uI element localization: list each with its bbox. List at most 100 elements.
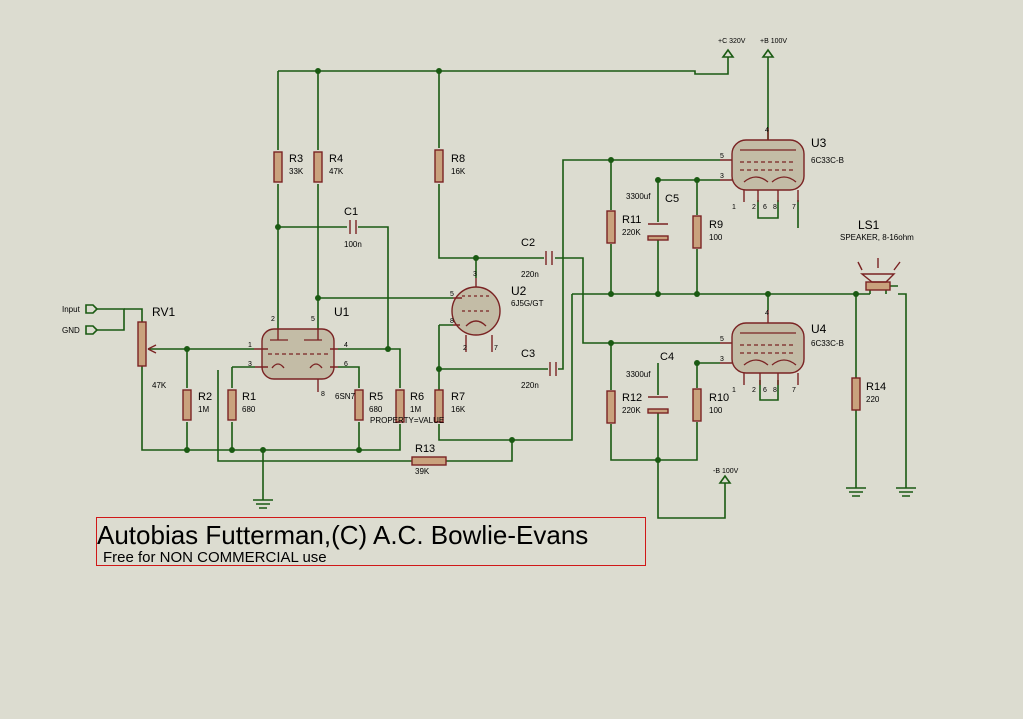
- svg-text:+C 320V: +C 320V: [718, 38, 746, 45]
- ground-symbol: [896, 487, 916, 497]
- svg-text:U1: U1: [334, 305, 350, 319]
- junctions: [184, 68, 859, 463]
- svg-text:R13: R13: [415, 443, 435, 455]
- svg-text:8: 8: [450, 318, 454, 325]
- resistor-r14: R14 220: [851, 377, 886, 411]
- terminal-b-minus: -B 100V: [713, 468, 739, 484]
- svg-text:6J5G/GT: 6J5G/GT: [511, 299, 544, 308]
- resistor-r4: R4 47K: [313, 151, 344, 183]
- svg-text:SPEAKER, 8-16ohm: SPEAKER, 8-16ohm: [840, 233, 914, 242]
- ground-symbol: [846, 487, 866, 497]
- resistor-r3: R3 33K: [273, 151, 304, 183]
- svg-text:R11: R11: [622, 214, 641, 226]
- svg-text:2: 2: [752, 204, 756, 211]
- svg-text:6C33C-B: 6C33C-B: [811, 156, 844, 165]
- title-block: Autobias Futterman,(C) A.C. Bowlie-Evans…: [96, 517, 646, 566]
- svg-text:R3: R3: [289, 153, 303, 165]
- svg-text:2: 2: [463, 345, 467, 352]
- svg-text:100n: 100n: [344, 240, 362, 249]
- svg-text:2: 2: [271, 316, 275, 323]
- svg-text:R1: R1: [242, 391, 256, 403]
- svg-text:3: 3: [720, 356, 724, 363]
- svg-text:5: 5: [720, 153, 724, 160]
- svg-text:C4: C4: [660, 351, 674, 363]
- svg-text:R6: R6: [410, 391, 424, 403]
- svg-text:39K: 39K: [415, 467, 430, 476]
- capacitor-c4: C4 3300uf: [626, 351, 674, 414]
- svg-text:1M: 1M: [198, 405, 209, 414]
- svg-text:R8: R8: [451, 153, 465, 165]
- svg-text:U2: U2: [511, 284, 527, 298]
- svg-text:8: 8: [321, 391, 325, 398]
- svg-text:8: 8: [773, 204, 777, 211]
- svg-text:R4: R4: [329, 153, 343, 165]
- svg-text:C2: C2: [521, 237, 535, 249]
- svg-text:-B 100V: -B 100V: [713, 468, 739, 475]
- svg-text:LS1: LS1: [858, 218, 880, 232]
- svg-text:8: 8: [773, 387, 777, 394]
- svg-text:GND: GND: [62, 326, 80, 335]
- terminal-b-plus: +B 100V: [760, 38, 787, 58]
- resistor-r10: R10 100: [692, 388, 729, 422]
- svg-text:U3: U3: [811, 136, 827, 150]
- svg-text:6: 6: [344, 361, 348, 368]
- svg-text:C1: C1: [344, 206, 358, 218]
- svg-text:3: 3: [720, 173, 724, 180]
- potentiometer-rv1: RV1 47K: [137, 305, 175, 390]
- svg-text:6: 6: [763, 387, 767, 394]
- svg-text:R10: R10: [709, 392, 729, 404]
- svg-text:220n: 220n: [521, 381, 539, 390]
- svg-text:5: 5: [720, 336, 724, 343]
- resistor-r13: R13 39K: [411, 443, 447, 476]
- resistor-r2: R2 1M: [182, 389, 212, 421]
- capacitor-c2: C2 220n: [521, 237, 553, 279]
- tube-u1: U1 6SN7 1 2 3 4 5 6 8 PROPERTY=VALUE: [248, 305, 444, 425]
- svg-text:+B 100V: +B 100V: [760, 38, 787, 45]
- svg-text:680: 680: [369, 405, 383, 414]
- svg-text:220n: 220n: [521, 270, 539, 279]
- svg-text:Input: Input: [62, 305, 81, 314]
- svg-text:4: 4: [765, 127, 769, 134]
- title-text: Autobias Futterman,(C) A.C. Bowlie-Evans: [97, 520, 589, 550]
- svg-text:1: 1: [732, 387, 736, 394]
- tube-u4: U4 6C33C-B 4 5 3 1 2 6 8 7: [720, 310, 844, 394]
- speaker-ls1: LS1 SPEAKER, 8-16ohm: [840, 218, 914, 291]
- svg-text:16K: 16K: [451, 167, 466, 176]
- svg-text:5: 5: [450, 291, 454, 298]
- resistor-r7: R7 16K: [434, 389, 466, 423]
- resistor-r11: R11 220K: [606, 210, 641, 244]
- svg-text:2: 2: [752, 387, 756, 394]
- svg-text:47K: 47K: [329, 167, 344, 176]
- resistor-r12: R12 220K: [606, 390, 642, 424]
- svg-text:RV1: RV1: [152, 305, 175, 319]
- svg-text:3: 3: [473, 271, 477, 278]
- tube-u3: U3 6C33C-B 4 5 3 1 2 6 8 7: [720, 127, 844, 211]
- svg-text:R5: R5: [369, 391, 383, 403]
- svg-text:C5: C5: [665, 193, 679, 205]
- svg-text:7: 7: [494, 345, 498, 352]
- svg-text:680: 680: [242, 405, 256, 414]
- svg-text:6SN7: 6SN7: [335, 392, 356, 401]
- svg-text:3300uf: 3300uf: [626, 370, 651, 379]
- svg-text:33K: 33K: [289, 167, 304, 176]
- ground-symbol: [253, 499, 273, 509]
- svg-text:220: 220: [866, 395, 880, 404]
- svg-text:1: 1: [248, 342, 252, 349]
- svg-text:R9: R9: [709, 219, 723, 231]
- svg-text:100: 100: [709, 406, 723, 415]
- svg-text:5: 5: [311, 316, 315, 323]
- svg-text:100: 100: [709, 233, 723, 242]
- svg-text:4: 4: [765, 310, 769, 317]
- svg-text:1: 1: [732, 204, 736, 211]
- svg-text:6: 6: [763, 204, 767, 211]
- svg-text:C3: C3: [521, 348, 535, 360]
- resistor-r1: R1 680: [227, 389, 256, 421]
- resistor-r9: R9 100: [692, 215, 723, 249]
- terminal-input: Input: [62, 304, 99, 314]
- svg-text:220K: 220K: [622, 406, 641, 415]
- svg-text:1M: 1M: [410, 405, 421, 414]
- terminal-c-plus: +C 320V: [718, 38, 746, 58]
- license-text: Free for NON COMMERCIAL use: [103, 549, 327, 566]
- resistor-r5: R5 680: [354, 389, 383, 421]
- terminal-gnd: GND: [62, 325, 99, 335]
